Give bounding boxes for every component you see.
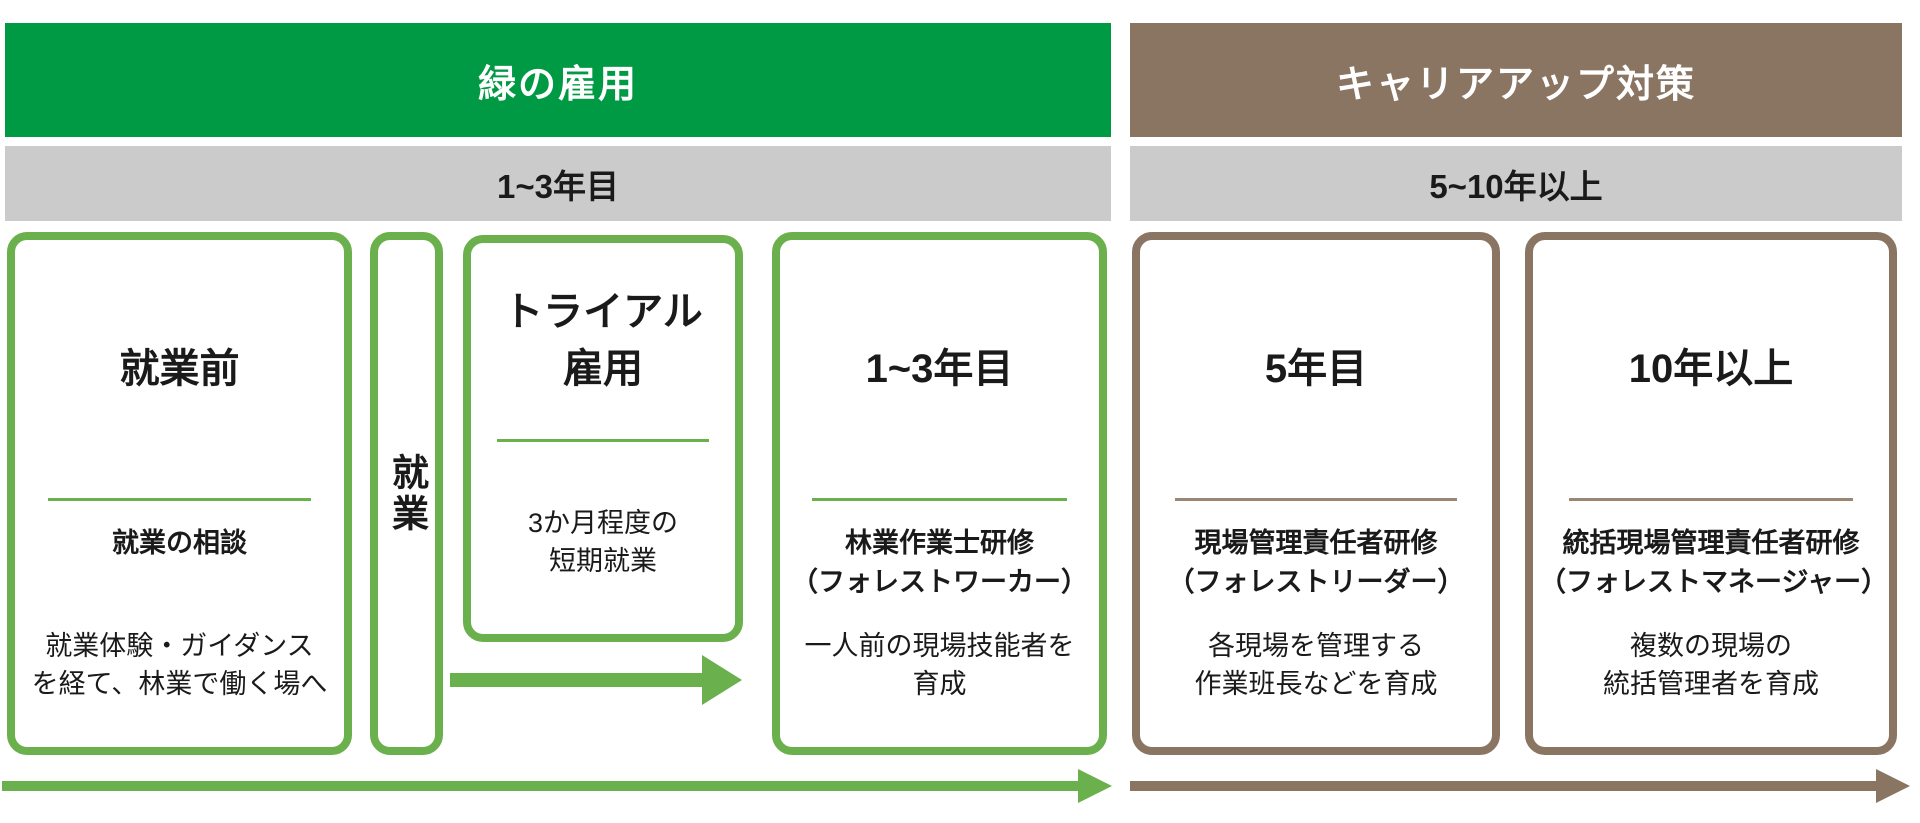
arrow-timeline-brown xyxy=(1130,769,1910,803)
box-years-10-plus-subtitle: 統括現場管理責任者研修 （フォレストマネージャー） xyxy=(1539,528,1889,598)
box-pre-employment: 就業前 就業の相談 就業体験・ガイダンス を経て、林業で働く場へ xyxy=(7,232,352,755)
box-pre-employment-desc: 就業体験・ガイダンス を経て、林業で働く場へ xyxy=(31,631,328,699)
arrow-shaft xyxy=(2,781,1080,791)
box-employment: 就業 xyxy=(370,232,443,755)
box-years-10-plus-desc: 複数の現場の 統括管理者を育成 xyxy=(1603,631,1819,699)
header-career-up: キャリアアップ対策 xyxy=(1130,23,1902,137)
box-employment-title: 就業 xyxy=(386,452,428,535)
period-bar-years-1-3: 1~3年目 xyxy=(5,146,1111,221)
box-year-5: 5年目 現場管理責任者研修 （フォレストリーダー） 各現場を管理する 作業班長な… xyxy=(1132,232,1500,755)
box-years-1-3-desc: 一人前の現場技能者を 育成 xyxy=(804,631,1075,699)
box-years-10-plus: 10年以上 統括現場管理責任者研修 （フォレストマネージャー） 複数の現場の 統… xyxy=(1525,232,1897,755)
divider-line xyxy=(497,439,709,442)
box-years-10-plus-title: 10年以上 xyxy=(1628,346,1794,391)
arrow-shaft xyxy=(1130,781,1878,791)
box-years-1-3-subtitle: 林業作業士研修 （フォレストワーカー） xyxy=(791,528,1088,598)
box-trial-employment-title: トライアル 雇用 xyxy=(503,290,703,391)
arrow-head-icon xyxy=(1876,769,1910,803)
box-year-5-title: 5年目 xyxy=(1264,346,1368,391)
arrow-head-icon xyxy=(1078,769,1112,803)
divider-line xyxy=(1568,498,1854,501)
period-bar-years-5-10: 5~10年以上 xyxy=(1130,146,1902,221)
box-year-5-desc: 各現場を管理する 作業班長などを育成 xyxy=(1194,631,1438,699)
period-bar-years-1-3-label: 1~3年目 xyxy=(497,167,619,205)
arrow-head-icon xyxy=(702,655,742,705)
divider-line xyxy=(811,498,1068,501)
period-bar-years-5-10-label: 5~10年以上 xyxy=(1429,167,1603,205)
box-pre-employment-subtitle: 就業の相談 xyxy=(112,528,247,558)
header-green-employment: 緑の雇用 xyxy=(5,23,1111,137)
box-years-1-3-title: 1~3年目 xyxy=(865,346,1014,391)
box-years-1-3: 1~3年目 林業作業士研修 （フォレストワーカー） 一人前の現場技能者を 育成 xyxy=(772,232,1107,755)
divider-line xyxy=(1175,498,1457,501)
box-trial-employment-desc: 3か月程度の 短期就業 xyxy=(527,508,679,576)
arrow-trial-to-years-1-3 xyxy=(450,655,742,705)
arrow-timeline-green xyxy=(2,769,1112,803)
header-career-up-label: キャリアアップ対策 xyxy=(1335,63,1696,106)
arrow-shaft xyxy=(450,673,704,687)
divider-line xyxy=(47,498,312,501)
box-year-5-subtitle: 現場管理責任者研修 （フォレストリーダー） xyxy=(1167,528,1465,598)
header-green-employment-label: 緑の雇用 xyxy=(477,63,638,106)
box-trial-employment: トライアル 雇用 3か月程度の 短期就業 xyxy=(463,235,743,642)
box-pre-employment-title: 就業前 xyxy=(119,346,240,391)
